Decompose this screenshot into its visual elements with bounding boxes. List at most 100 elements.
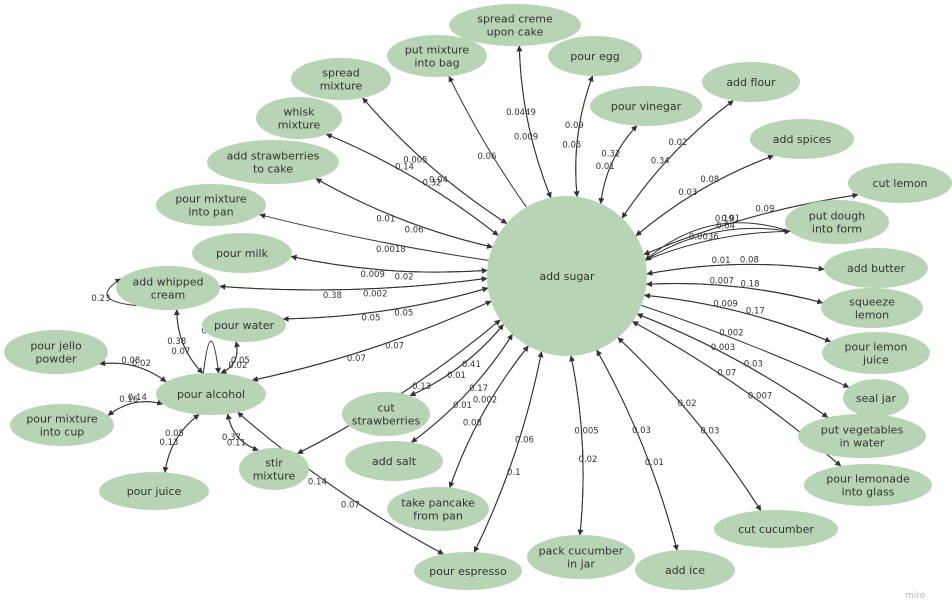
edge-spread-creme-to-sugar: 0.0449 — [506, 45, 552, 199]
edge-line — [573, 75, 593, 198]
node-label-line: pour milk — [216, 247, 269, 260]
node-label-line: pour mixture — [175, 193, 247, 206]
node-shape — [487, 196, 647, 356]
node-label-line: cut cucumber — [738, 523, 814, 536]
node-label-line: pour espresso — [429, 565, 507, 578]
edge-sugar-to-add-ice: 0.03 — [596, 349, 679, 551]
edge-weight-label: 0.07 — [347, 354, 366, 364]
edge-line — [644, 292, 831, 343]
edge-weight-label: 0.19 — [715, 215, 734, 225]
edge-line — [290, 254, 488, 273]
node-label-line: squeeze — [849, 296, 895, 309]
node-label-line: pour water — [214, 319, 275, 332]
edge-cut-straw-to-sugar: 0.01 — [409, 324, 504, 397]
edge-weight-label: 0.002 — [719, 328, 743, 338]
edge-weight-label: 0.04 — [429, 176, 448, 186]
node-label-line: add salt — [372, 455, 417, 468]
edge-line — [570, 355, 584, 536]
edge-weight-label: 0.02 — [669, 138, 688, 148]
node-shape — [702, 62, 800, 102]
edge-weight-label: 0.08 — [700, 175, 719, 185]
edge-line — [644, 227, 791, 261]
node-label-line: mixture — [320, 80, 363, 93]
edge-weight-label: 0.05 — [165, 429, 184, 439]
node-label-line: spread — [322, 67, 360, 80]
edge-line — [237, 412, 444, 555]
edge-weight-label: 0.38 — [167, 337, 186, 347]
edge-weight-label: 0.07 — [341, 500, 360, 510]
edge-weight-label: 0.38 — [323, 291, 342, 301]
edge-weight-label: 0.11 — [227, 439, 246, 449]
node-seal-jar: seal jar — [843, 379, 909, 417]
edge-line — [315, 178, 493, 249]
edge-weight-label: 0.13 — [160, 438, 179, 448]
edge-line — [646, 281, 823, 304]
node-label-line: add whipped — [133, 276, 204, 289]
edge-line — [106, 278, 137, 306]
edge-line — [362, 97, 507, 224]
node-shape — [785, 200, 889, 244]
node-label-line: pour jello — [30, 340, 82, 353]
edge-weight-label: 0.17 — [469, 384, 488, 394]
edge-weight-label: 0.01 — [447, 371, 466, 381]
edge-weight-label: 0.007 — [710, 276, 734, 286]
node-label-line: put vegetables — [821, 424, 904, 437]
node-shape — [750, 119, 854, 159]
edge-weight-label: 0.007 — [748, 392, 772, 402]
edge-weight-label: 0.01 — [376, 214, 395, 224]
edge-sugar-to-put-dough: 0.0036 — [645, 228, 791, 261]
edge-weight-label: 0.03 — [700, 426, 719, 436]
edge-add-flour-to-sugar: 0.02 — [621, 100, 734, 219]
edge-sugar-to-put-bag: 0.06 — [448, 75, 527, 208]
node-label-line: strawberries — [352, 415, 421, 428]
edge-stir-to-pour-alcohol: 0.11 — [225, 413, 259, 451]
edges-layer: 0.0090.04490.060.0050.050.090.010.320.34… — [91, 45, 859, 555]
node-shape — [156, 184, 266, 226]
edge-weight-label: 0.03 — [632, 426, 651, 436]
node-shape — [256, 97, 342, 139]
edge-line — [596, 349, 678, 551]
node-label-line: pour mixture — [26, 413, 98, 426]
node-shape — [202, 308, 286, 342]
node-label-line: seal jar — [856, 392, 897, 405]
node-label-line: add ice — [665, 564, 705, 577]
node-add-ice: add ice — [635, 550, 735, 590]
node-label-line: mixture — [253, 470, 296, 483]
node-label-line: cut lemon — [872, 177, 927, 190]
node-shape — [804, 464, 932, 506]
edge-line — [643, 194, 858, 256]
node-label-line: lemon — [855, 309, 889, 322]
edge-put-dough-to-sugar: 0.19 — [644, 215, 791, 261]
node-shape — [192, 233, 292, 273]
node-label-line: pour vinegar — [611, 100, 682, 113]
edge-line — [219, 276, 488, 291]
edge-weight-label: 0.41 — [462, 360, 481, 370]
edge-line — [598, 125, 638, 205]
edge-take-pancake-to-sugar: 0.08 — [449, 345, 529, 488]
edge-pour-juice-to-pour-alcohol: 0.13 — [160, 414, 200, 473]
node-pour-alcohol: pour alcohol — [156, 373, 266, 415]
node-shape — [291, 58, 391, 100]
edge-cut-cucumber-to-sugar: 0.03 — [617, 337, 762, 511]
edge-pour-water-to-pour-alcohol: 0.05 — [220, 341, 250, 374]
edge-line — [646, 263, 825, 276]
edge-weight-label: 0.32 — [423, 179, 442, 189]
node-label-line: upon cake — [487, 26, 544, 39]
edge-weight-label: 0.0036 — [689, 233, 719, 243]
edge-line — [645, 228, 791, 261]
node-shape — [345, 441, 443, 481]
edge-line — [107, 399, 164, 416]
edge-sugar-to-pour-vinegar: 0.01 — [596, 125, 638, 204]
node-label-line: spread creme — [477, 13, 553, 26]
node-shape — [4, 330, 108, 374]
edge-sugar-to-pour-espresso: 0.06 — [473, 351, 542, 553]
node-label-line: pour alcohol — [177, 388, 245, 401]
edge-sugar-to-seal-jar: 0.002 — [641, 304, 850, 388]
